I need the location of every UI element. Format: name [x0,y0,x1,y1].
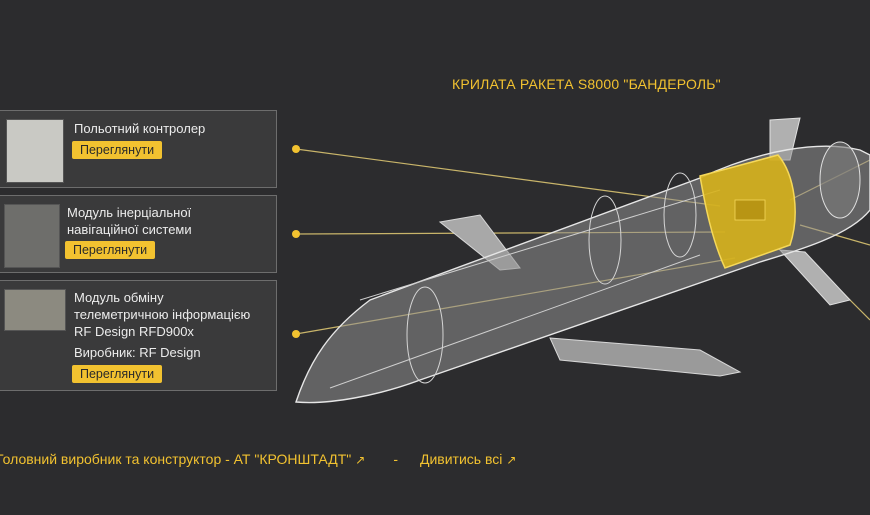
view-button[interactable]: Переглянути [72,365,163,383]
view-all-link-text: Дивитись всі [419,451,503,467]
missile-wing-bottom [549,337,742,377]
component-name-line-3: RF Design RFD900x [74,324,194,339]
hotspot-dot-1[interactable] [292,145,300,153]
external-link-icon: ↗ [355,453,366,467]
footer: Головний виробник та конструктор - АТ "К… [0,451,516,467]
component-card-flight-controller: Польотний контролер Переглянути [0,110,277,188]
manufacturer-link[interactable]: Головний виробник та конструктор - АТ "К… [0,451,365,467]
hotspot-dot-3[interactable] [292,330,300,338]
manufacturer-link-text: Головний виробник та конструктор - АТ "К… [0,451,352,467]
component-name: Польотний контролер [74,121,206,136]
component-name-line-1: Модуль обміну [74,290,164,305]
view-all-link[interactable]: Дивитись всі↗ [420,451,516,467]
component-name-line-2: навігаційної системи [67,222,192,237]
telemetry-module-image [4,289,66,331]
view-button[interactable]: Переглянути [72,141,163,159]
view-button[interactable]: Переглянути [65,241,156,259]
page-title: КРИЛАТА РАКЕТА S8000 "БАНДЕРОЛЬ" [452,76,721,92]
hotspot-dot-2[interactable] [292,230,300,238]
ins-module-image [4,204,60,268]
component-name-line-2: телеметричною інформацією [74,307,251,322]
component-card-telemetry-module: Модуль обміну телеметричною інформацією … [0,280,277,391]
flight-controller-image [6,119,64,183]
missile-tail-fin-bottom [778,249,851,306]
component-name-line-1: Модуль інерціальної [67,205,192,220]
component-card-ins-module: Модуль інерціальної навігаційної системи… [0,195,277,273]
component-manufacturer: Виробник: RF Design [74,345,201,360]
external-link-icon: ↗ [506,453,517,467]
footer-separator: - [393,451,398,467]
